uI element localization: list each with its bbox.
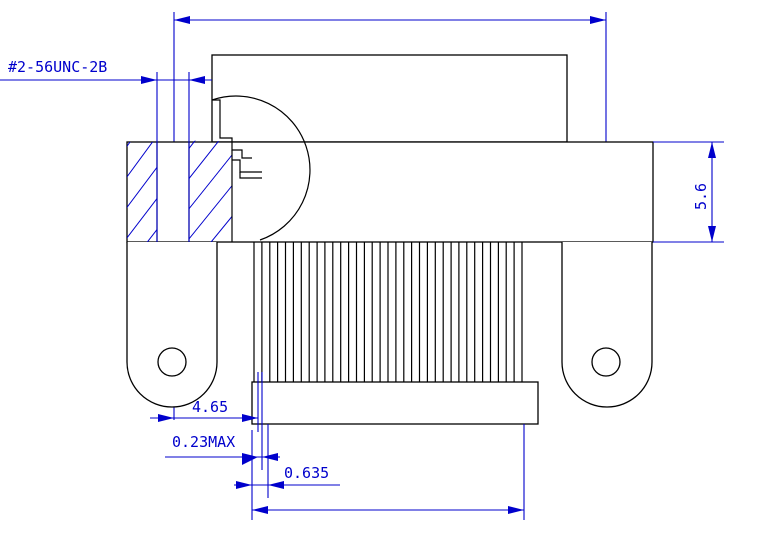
height-dimension-label: 5.6 [692, 183, 710, 210]
dim-4-65: 4.65 [150, 372, 259, 432]
contact-pins [253, 242, 523, 382]
pin-span-dimension [252, 424, 525, 520]
thread-callout: #2-56UNC-2B [0, 58, 212, 242]
left-mounting-ear [126, 242, 218, 408]
rear-housing [211, 54, 568, 143]
dim-0-23max-label: 0.23MAX [172, 433, 235, 451]
height-dimension: 5.6 [653, 141, 724, 243]
dim-0-23max: 0.23MAX [165, 372, 280, 470]
mounting-flange [126, 141, 654, 243]
right-mounting-ear [561, 242, 653, 408]
pin-base-strip [251, 381, 539, 425]
dim-0-635: 0.635 [234, 424, 340, 520]
thread-callout-label: #2-56UNC-2B [8, 58, 107, 76]
dim-0-635-label: 0.635 [284, 464, 329, 482]
dim-4-65-label: 4.65 [192, 398, 228, 416]
